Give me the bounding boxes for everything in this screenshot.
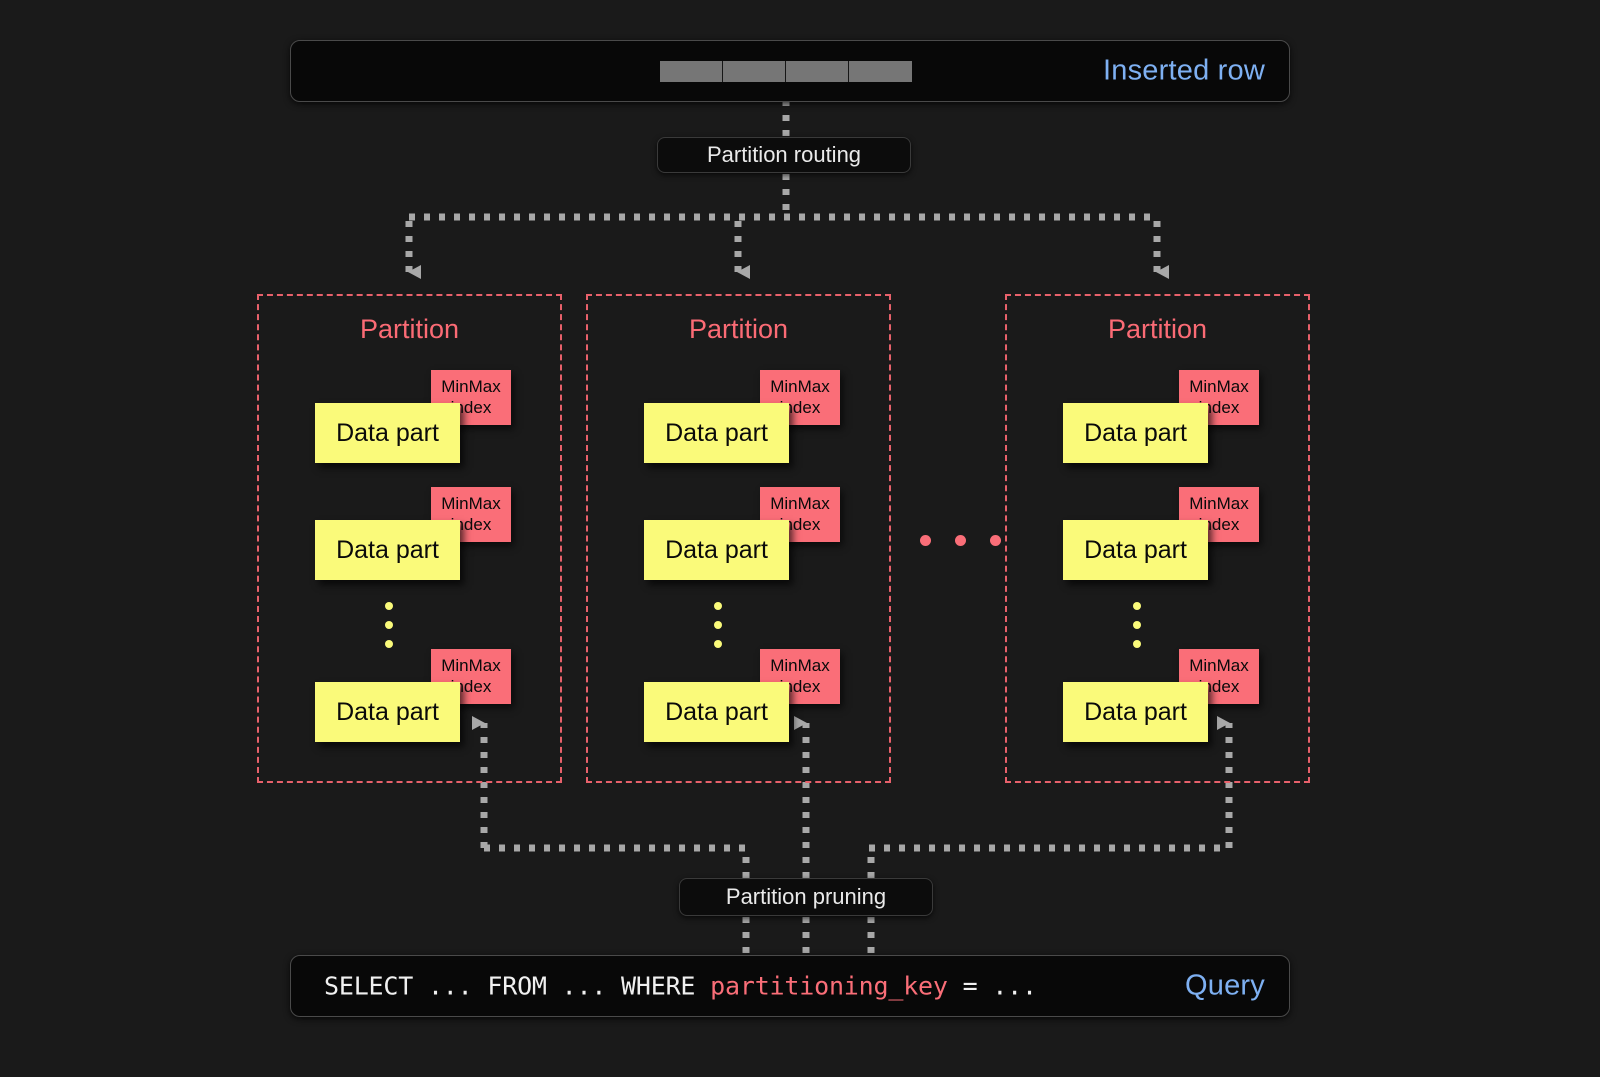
data-part-label: Data part <box>1084 535 1187 564</box>
ellipsis-dot <box>1133 640 1141 648</box>
partition-box-1: Partition MinMax index Data part MinMax … <box>257 294 562 783</box>
minmax-line-2: index <box>1198 514 1240 534</box>
ellipsis-dot <box>1133 621 1141 629</box>
data-part-box: Data part <box>1063 682 1208 742</box>
query-prefix: SELECT ... FROM ... WHERE <box>324 971 711 1001</box>
data-part-box: Data part <box>315 682 460 742</box>
partition-routing-box: Partition routing <box>657 137 911 173</box>
partition-title: Partition <box>688 314 789 344</box>
query-label: Query <box>1185 969 1265 1002</box>
inserted-row-bar: Inserted row <box>290 40 1290 102</box>
data-part-label: Data part <box>665 697 768 726</box>
partition-ellipsis <box>920 535 1001 546</box>
minmax-line-1: MinMax <box>441 493 501 513</box>
row-cell <box>849 61 912 82</box>
data-part-label: Data part <box>336 418 439 447</box>
data-part-box: Data part <box>1063 403 1208 463</box>
row-cell <box>723 61 786 82</box>
minmax-line-1: MinMax <box>441 655 501 675</box>
data-part-ellipsis <box>1133 602 1141 648</box>
row-cell <box>786 61 849 82</box>
data-part-box: Data part <box>1063 520 1208 580</box>
data-part-box: Data part <box>315 403 460 463</box>
minmax-line-2: index <box>1198 397 1240 417</box>
partition-pruning-label: Partition pruning <box>725 884 887 909</box>
partition-pruning-box: Partition pruning <box>679 878 933 916</box>
ellipsis-dot <box>990 535 1001 546</box>
minmax-line-2: index <box>450 514 492 534</box>
minmax-line-1: MinMax <box>1189 655 1249 675</box>
ellipsis-dot <box>714 621 722 629</box>
minmax-index-box: MinMax index <box>431 487 511 542</box>
minmax-line-2: index <box>779 676 821 696</box>
ellipsis-dot <box>714 640 722 648</box>
ellipsis-dot <box>1133 602 1141 610</box>
inserted-row-label: Inserted row <box>1103 54 1265 87</box>
minmax-index-box: MinMax index <box>1179 370 1259 425</box>
minmax-line-2: index <box>779 397 821 417</box>
minmax-line-2: index <box>450 676 492 696</box>
minmax-line-1: MinMax <box>770 376 830 396</box>
query-partitioning-key: partitioning_key <box>710 971 948 1001</box>
partition-title: Partition <box>359 314 460 344</box>
minmax-line-2: index <box>450 397 492 417</box>
data-part-label: Data part <box>336 697 439 726</box>
data-part-box: Data part <box>644 520 789 580</box>
row-cell <box>660 61 723 82</box>
ellipsis-dot <box>955 535 966 546</box>
ellipsis-dot <box>385 602 393 610</box>
minmax-line-1: MinMax <box>1189 376 1249 396</box>
partition-box-3: Partition MinMax index Data part MinMax … <box>1005 294 1310 783</box>
minmax-line-1: MinMax <box>1189 493 1249 513</box>
query-bar: SELECT ... FROM ... WHERE partitioning_k… <box>290 955 1290 1017</box>
partition-title: Partition <box>1107 314 1208 344</box>
minmax-index-box: MinMax index <box>1179 487 1259 542</box>
query-text: SELECT ... FROM ... WHERE partitioning_k… <box>324 972 1037 1001</box>
data-part-label: Data part <box>336 535 439 564</box>
minmax-line-1: MinMax <box>441 376 501 396</box>
data-part-label: Data part <box>665 535 768 564</box>
minmax-line-2: index <box>779 514 821 534</box>
partition-box-2: Partition MinMax index Data part MinMax … <box>586 294 891 783</box>
minmax-line-1: MinMax <box>770 493 830 513</box>
query-suffix: = ... <box>947 971 1037 1001</box>
inserted-row-cells <box>660 61 912 82</box>
ellipsis-dot <box>714 602 722 610</box>
data-part-label: Data part <box>1084 418 1187 447</box>
data-part-ellipsis <box>385 602 393 648</box>
minmax-line-2: index <box>1198 676 1240 696</box>
data-part-box: Data part <box>644 403 789 463</box>
minmax-line-1: MinMax <box>770 655 830 675</box>
minmax-index-box: MinMax index <box>431 370 511 425</box>
data-part-ellipsis <box>714 602 722 648</box>
data-part-label: Data part <box>665 418 768 447</box>
ellipsis-dot <box>920 535 931 546</box>
data-part-box: Data part <box>644 682 789 742</box>
data-part-box: Data part <box>315 520 460 580</box>
partition-routing-label: Partition routing <box>706 142 862 167</box>
data-part-label: Data part <box>1084 697 1187 726</box>
ellipsis-dot <box>385 621 393 629</box>
ellipsis-dot <box>385 640 393 648</box>
